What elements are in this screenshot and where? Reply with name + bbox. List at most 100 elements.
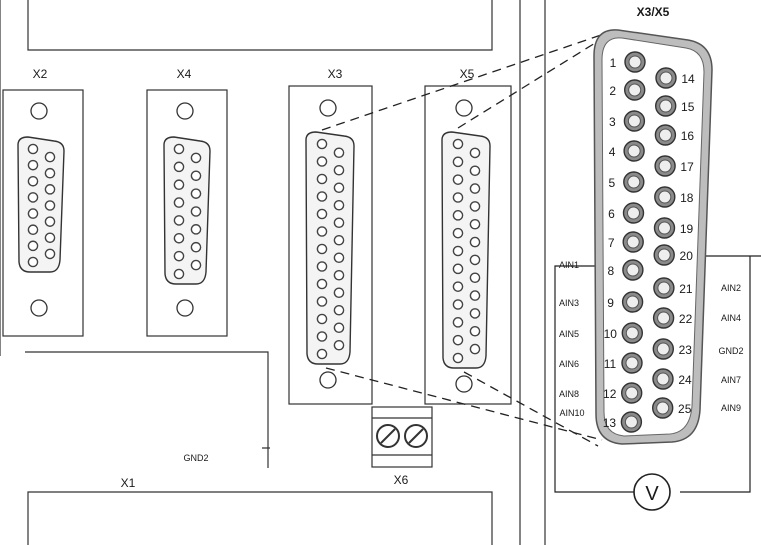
x2-pin (44, 167, 56, 179)
x3-pin (333, 304, 345, 316)
detail-pin-7: 7 (608, 231, 644, 253)
x1-label: X1 (121, 476, 136, 490)
x2-pin (44, 216, 56, 227)
zoom-line-x5-top (457, 39, 601, 129)
pin-number-label: 15 (681, 100, 695, 114)
x4-pin (173, 232, 185, 244)
signal-ain10: AIN10 (559, 408, 584, 418)
x5-pin (452, 174, 464, 185)
x4-shell (163, 136, 211, 285)
x5-pin (452, 210, 464, 221)
x3-pin (333, 287, 345, 299)
x3-pin (333, 164, 345, 176)
x5-pin (452, 245, 464, 257)
x2-pin (27, 256, 39, 268)
detail-pin-14: 14 (655, 67, 695, 89)
pin-number-label: 22 (679, 312, 693, 326)
x1-gnd2-label: GND2 (183, 453, 208, 463)
x3-screw-hole-top (319, 99, 337, 117)
detail-pin-18: 18 (654, 186, 694, 208)
x3-pin (333, 234, 345, 246)
x4-pin (190, 241, 202, 253)
x3-pin (333, 217, 345, 229)
x2-pin (44, 151, 56, 163)
x5-pin (469, 218, 481, 230)
pin-number-label: 13 (603, 416, 617, 430)
x2-pin (27, 208, 39, 219)
signal-ain5: AIN5 (559, 329, 579, 339)
pin-number-label: 23 (679, 343, 693, 357)
x6-body (371, 406, 433, 468)
x3-pin (316, 173, 328, 185)
signal-gnd2: GND2 (718, 346, 743, 356)
x2-pin (27, 240, 39, 252)
detail-pin-10: 10 (604, 322, 643, 344)
x4-pin (173, 197, 185, 208)
signal-ain1: AIN1 (559, 260, 579, 270)
pin-number-label: 20 (680, 249, 694, 263)
detail-pins: 1234567891011121314151617181920212223242… (603, 51, 695, 433)
x5-pin (469, 236, 481, 248)
x3-pin (316, 313, 328, 325)
x5-pin (469, 183, 481, 194)
x5-pin (452, 317, 464, 328)
x4-pin (190, 152, 202, 164)
detail-pin-11: 11 (604, 352, 643, 374)
x5-pin (469, 343, 481, 355)
detail-pin-21: 21 (653, 277, 693, 299)
x3-pin (333, 182, 345, 194)
x2-screw-hole-bottom (30, 299, 48, 317)
zoom-lines (321, 33, 605, 447)
x5-pin (469, 165, 481, 177)
detail-pin-15: 15 (655, 95, 695, 117)
x6-label: X6 (394, 473, 409, 487)
pin-number-label: 25 (678, 402, 692, 416)
x4-pin (173, 268, 185, 280)
zoom-line-x5-bottom (463, 371, 599, 447)
x3-label: X3 (328, 67, 343, 81)
x4-pin (190, 224, 202, 235)
x5-screw-hole-bottom (455, 375, 473, 393)
detail-pin-22: 22 (652, 307, 693, 329)
x3-pin (333, 339, 345, 351)
zoom-line-x3-bottom (325, 367, 603, 441)
x5-pin (452, 263, 464, 275)
x5-pin (469, 201, 481, 212)
x3-pin (316, 138, 328, 150)
pin-number-label: 24 (678, 373, 692, 387)
x3-screw-hole-bottom (319, 371, 337, 389)
x3-pin (333, 252, 345, 264)
x1-terminal-outline (25, 351, 269, 468)
x2-pin (44, 232, 56, 244)
detail-pin-8: 8 (608, 259, 644, 281)
loop-wire-right (680, 256, 751, 493)
pin-number-label: 19 (680, 222, 694, 236)
detail-pin-17: 17 (654, 155, 694, 177)
x3-shell (305, 131, 355, 365)
detail-pin-3: 3 (609, 110, 646, 132)
detail-pin-5: 5 (608, 171, 645, 193)
pin-number-label: 16 (681, 129, 695, 143)
x3-pin (316, 208, 328, 220)
pin-number-label: 5 (608, 176, 615, 190)
signal-labels: AIN1 AIN3 AIN5 AIN6 AIN8 AIN10 AIN2 AIN4… (559, 260, 744, 418)
detail-pin-6: 6 (608, 202, 645, 224)
x5-shell (441, 131, 491, 369)
x4-pin (190, 259, 202, 271)
x5-pin (469, 308, 481, 319)
x2-connector (2, 89, 84, 337)
x5-pin (452, 192, 464, 203)
x2-screw-hole-top (30, 102, 48, 120)
signal-ain3: AIN3 (559, 298, 579, 308)
pin-number-label: 7 (608, 236, 615, 250)
x4-screw-hole-bottom (176, 299, 194, 317)
pin-number-label: 12 (603, 387, 617, 401)
x6-terminal (371, 406, 433, 468)
x4-pin (173, 179, 185, 191)
x4-label: X4 (177, 67, 192, 81)
signal-ain7: AIN7 (721, 375, 741, 385)
x4-pin (190, 170, 202, 182)
x5-pin (469, 272, 481, 284)
x2-pin (27, 143, 39, 155)
